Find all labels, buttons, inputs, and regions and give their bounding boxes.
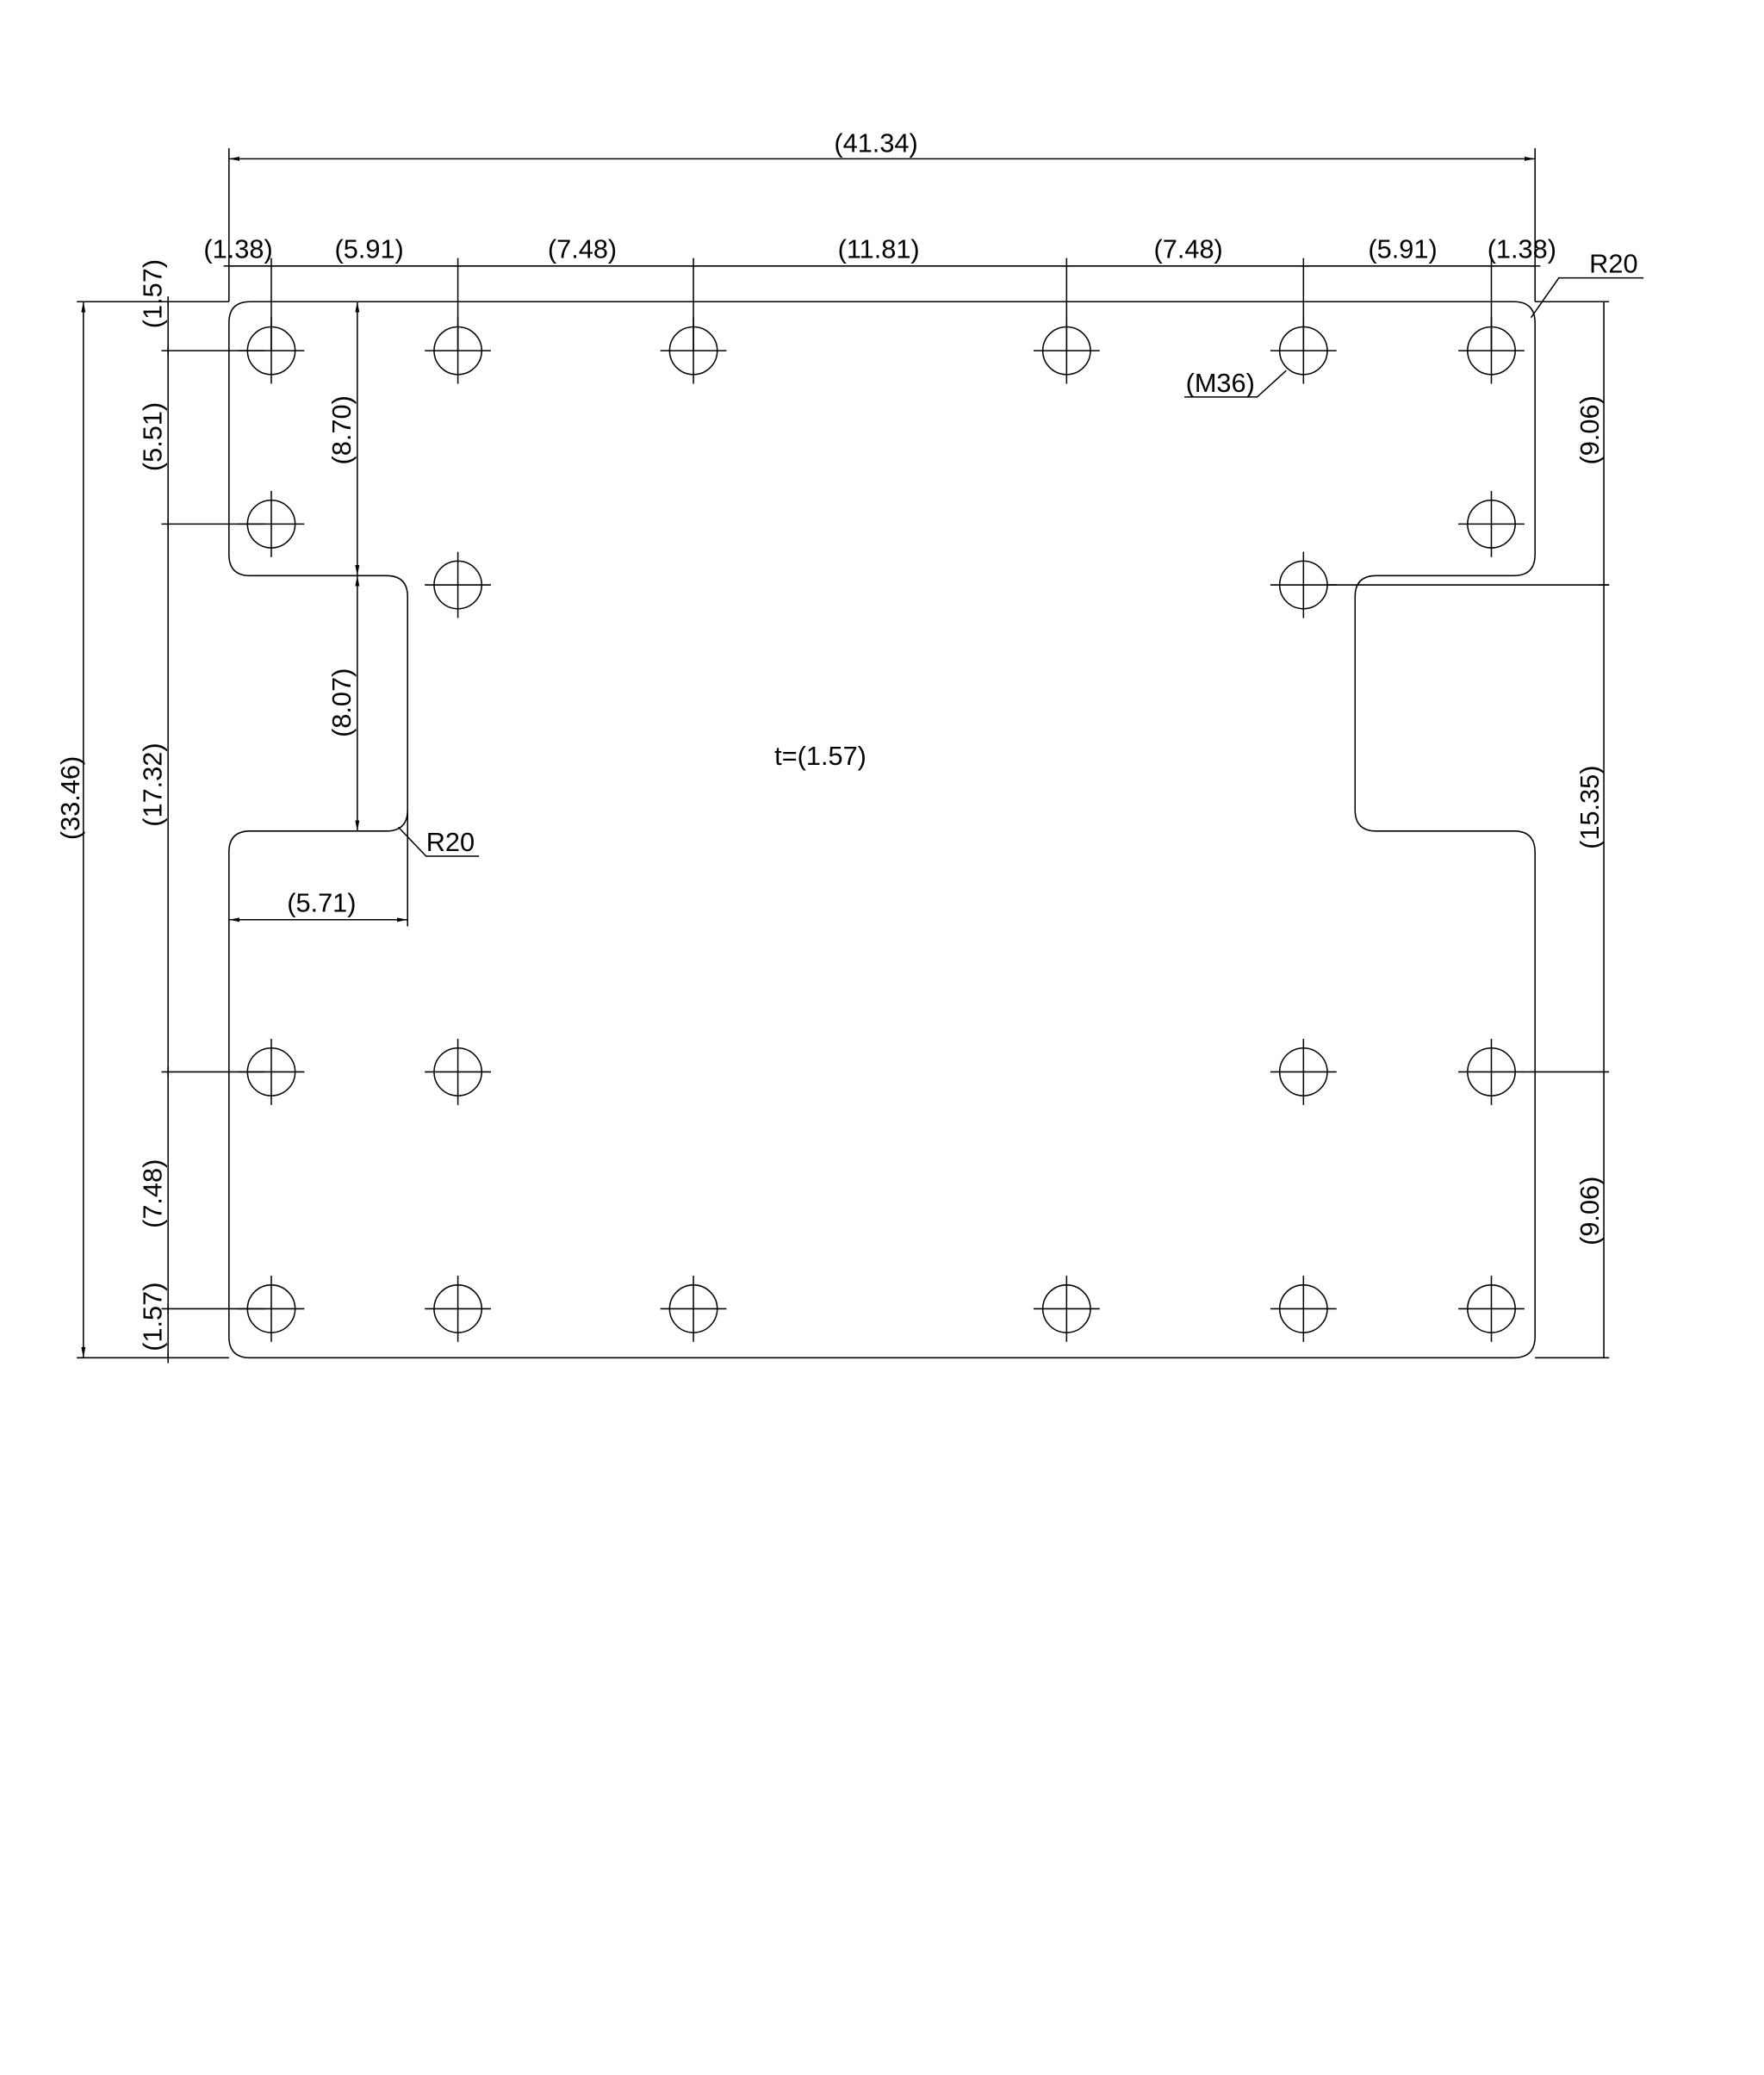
- thickness-label: t=(1.57): [774, 741, 866, 771]
- top-dim-label: (1.38): [203, 234, 272, 264]
- hole-callout-label: (M36): [1186, 368, 1255, 398]
- notch-radius-label: R20: [426, 827, 475, 857]
- top-dim-label: (7.48): [1154, 234, 1223, 264]
- left-dim-label: (7.48): [137, 1159, 167, 1228]
- right-dim-label: (9.06): [1575, 395, 1605, 464]
- hole: [1458, 490, 1525, 557]
- hole: [425, 1276, 492, 1342]
- top-dim-label: (1.38): [1488, 234, 1556, 264]
- hole: [425, 1039, 492, 1105]
- left-dim-label: (17.32): [137, 742, 167, 826]
- dimension-lines: [77, 148, 1644, 1364]
- hole: [1270, 1039, 1337, 1105]
- right-dim-label: (9.06): [1575, 1177, 1605, 1246]
- top-dim-label: (5.91): [335, 234, 404, 264]
- top-dim-label: (5.91): [1368, 234, 1437, 264]
- hole: [1270, 551, 1337, 618]
- hole: [660, 1276, 727, 1342]
- top-dim-label: (11.81): [838, 234, 920, 264]
- right-dim-label: (15.35): [1575, 766, 1605, 849]
- plate-outline: [228, 301, 1536, 1359]
- notch-upper-label: (8.70): [326, 395, 357, 464]
- overall-height-label: (33.46): [55, 756, 85, 840]
- top-dim-label: (7.48): [548, 234, 617, 264]
- overall-width-label: (41.34): [834, 128, 917, 158]
- hole: [1033, 1276, 1100, 1342]
- notch-width-label: (5.71): [287, 888, 356, 918]
- hole: [1458, 1039, 1525, 1105]
- left-dim-label: (5.51): [137, 402, 167, 471]
- left-dim-label: (1.57): [137, 1283, 167, 1351]
- notch-height-label: (8.07): [326, 668, 357, 737]
- hole: [1270, 1276, 1337, 1342]
- left-dim-label: (1.57): [137, 259, 167, 328]
- hole: [425, 551, 492, 618]
- hole: [1458, 1276, 1525, 1342]
- dimension-labels: (41.34) (1.38) (5.91) (7.48) (11.81) (7.…: [55, 128, 1637, 1351]
- corner-radius-label: R20: [1589, 248, 1637, 278]
